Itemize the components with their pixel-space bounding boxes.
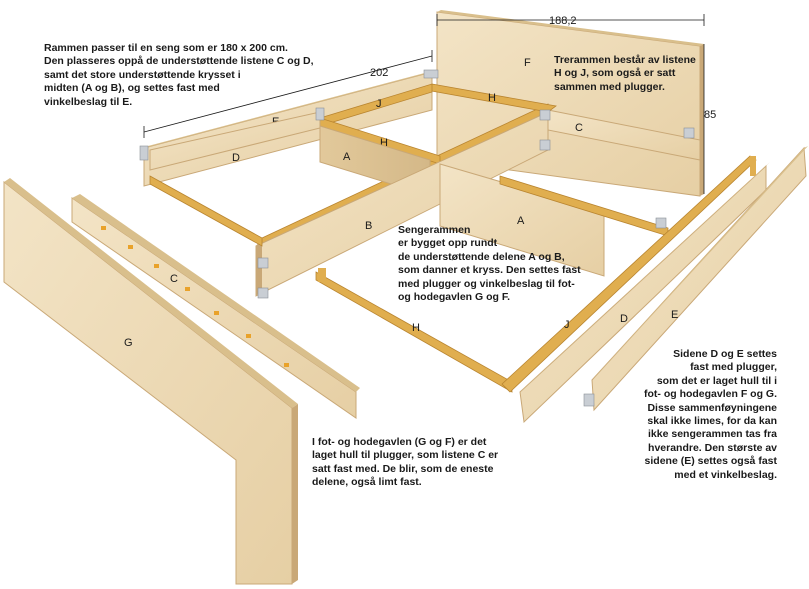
angle-brackets: [139, 69, 695, 407]
label-c-loose: C: [170, 273, 178, 285]
dimensions: [143, 14, 705, 194]
label-j-back: J: [376, 98, 382, 110]
dim-width: 188,2: [549, 15, 577, 27]
dim-height: 85: [704, 109, 716, 121]
note-top-left: Rammen passer til en seng som er 180 x 2…: [44, 42, 314, 108]
label-f: F: [524, 57, 531, 69]
label-h-front: H: [412, 322, 420, 334]
label-h-mid: H: [380, 137, 388, 149]
label-g: G: [124, 337, 133, 349]
label-a-back: A: [343, 151, 351, 163]
note-center: Sengerammen er bygget opp rundt de under…: [398, 224, 581, 304]
label-a-front: A: [517, 215, 525, 227]
label-b: B: [365, 220, 372, 232]
footboard-g: G: [3, 178, 298, 585]
label-c-frame: C: [575, 122, 583, 134]
label-d-frame: D: [232, 152, 240, 164]
rail-c-loose: C: [71, 194, 360, 419]
label-h-back: H: [488, 92, 496, 104]
side-d-frame: D: [149, 111, 669, 247]
label-e-loose: E: [671, 309, 678, 321]
rail-frame-loose: H J: [315, 155, 757, 393]
peg-row: [101, 226, 289, 367]
dim-length: 202: [370, 67, 388, 79]
note-top-right: Trerammen består av listene H og J, som …: [554, 54, 696, 93]
note-bottom-center: I fot- og hodegavlen (G og F) er det lag…: [312, 436, 499, 489]
label-j-front: J: [564, 319, 570, 331]
note-bottom-right: Sidene D og E settes fast med plugger, s…: [644, 348, 777, 481]
label-d-loose: D: [620, 313, 628, 325]
